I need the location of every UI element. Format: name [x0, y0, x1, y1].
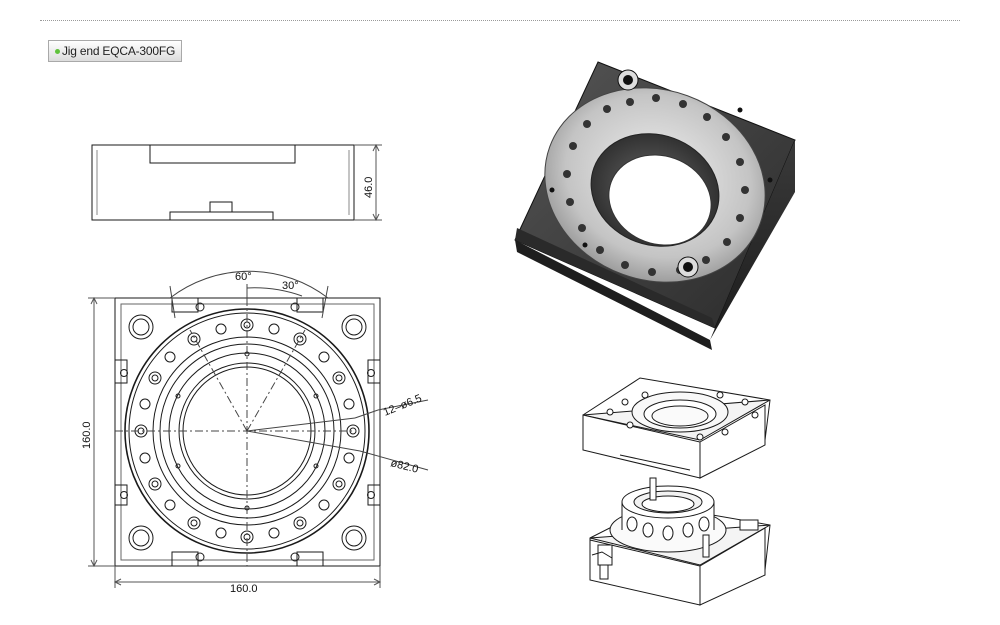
render-exploded-assembly: [582, 377, 771, 606]
dim-side-label: 160.0: [81, 421, 93, 449]
dim-holes-label: 12–ø6.5: [382, 393, 424, 419]
jig-title-label: Jig end EQCA-300FG: [62, 44, 176, 58]
bullet-dot-icon: [55, 48, 60, 54]
dim-width-label: 160.0: [230, 583, 258, 595]
side-view: [91, 143, 382, 222]
dim-height-label: 46.0: [363, 177, 375, 198]
ring-hole-pattern: [134, 318, 360, 544]
top-view: [88, 270, 429, 588]
render-top-module: [514, 61, 796, 350]
dim-angle-30-label: 30°: [282, 280, 299, 292]
dim-diameter-label: ø82.0: [389, 457, 419, 475]
dim-angle-60-label: 60°: [235, 271, 252, 283]
render-ring-holes: [563, 94, 749, 276]
top-divider: [40, 20, 960, 21]
jig-title-tag: Jig end EQCA-300FG: [48, 40, 183, 62]
